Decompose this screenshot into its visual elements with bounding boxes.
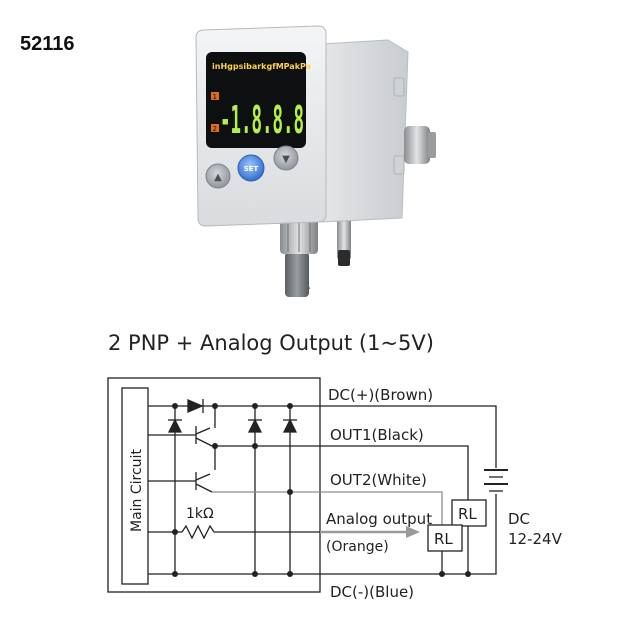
diagram-title: 2 PNP + Analog Output (1~5V) (108, 331, 434, 355)
indicator-1: 1 (213, 93, 217, 101)
dc-plus-label: DC(+)(Brown) (328, 386, 433, 404)
supply-voltage-label: 12-24V (508, 530, 563, 548)
analog-color-label: (Orange) (326, 539, 389, 555)
down-button[interactable] (273, 145, 299, 171)
junction-dots (172, 403, 471, 577)
dc-plus-wire (148, 405, 497, 468)
analog-output-wire (320, 526, 420, 538)
set-button[interactable] (237, 154, 265, 182)
display-units: inHgpsibarkgfMPakPa (212, 62, 311, 71)
device-side-face (321, 39, 409, 223)
relay-1-label: RL (458, 505, 477, 523)
relay-2-label: RL (434, 530, 453, 548)
device-cable-sheath (285, 252, 309, 297)
down-arrow-icon: ▼ (282, 154, 290, 165)
dc-minus-label: DC(-)(Blue) (330, 583, 414, 601)
main-circuit-box (121, 387, 149, 585)
sensor-boundary (107, 377, 321, 593)
analog-output-label: Analog output (326, 510, 432, 528)
relay-1-box (451, 499, 487, 527)
out1-label: OUT1(Black) (330, 426, 424, 444)
display-window (206, 52, 306, 148)
dc-minus-wire (148, 494, 497, 575)
relay-2-box (427, 524, 463, 552)
indicator-1-led (211, 92, 219, 100)
display-reading: -1.8.8.8 (220, 98, 304, 142)
pressure-switch-device: inHgpsibarkgfMPakPa 1 2 -1.8.8.8 ▲ SET ▼ (195, 25, 436, 297)
indicator-2-led (211, 124, 219, 132)
out2-label: OUT2(White) (330, 471, 427, 489)
product-code: 52116 (20, 33, 75, 55)
out1-wire (212, 445, 469, 500)
set-label: SET (244, 165, 259, 173)
indicator-2: 2 (213, 125, 217, 133)
up-arrow-icon: ▲ (214, 172, 222, 183)
main-circuit-label: Main Circuit (129, 449, 145, 532)
supply-label: DC (508, 510, 530, 528)
resistor-label: 1kΩ (186, 506, 214, 522)
wiring-diagram (107, 377, 508, 593)
up-button[interactable] (205, 163, 231, 189)
side-connector (404, 126, 430, 164)
